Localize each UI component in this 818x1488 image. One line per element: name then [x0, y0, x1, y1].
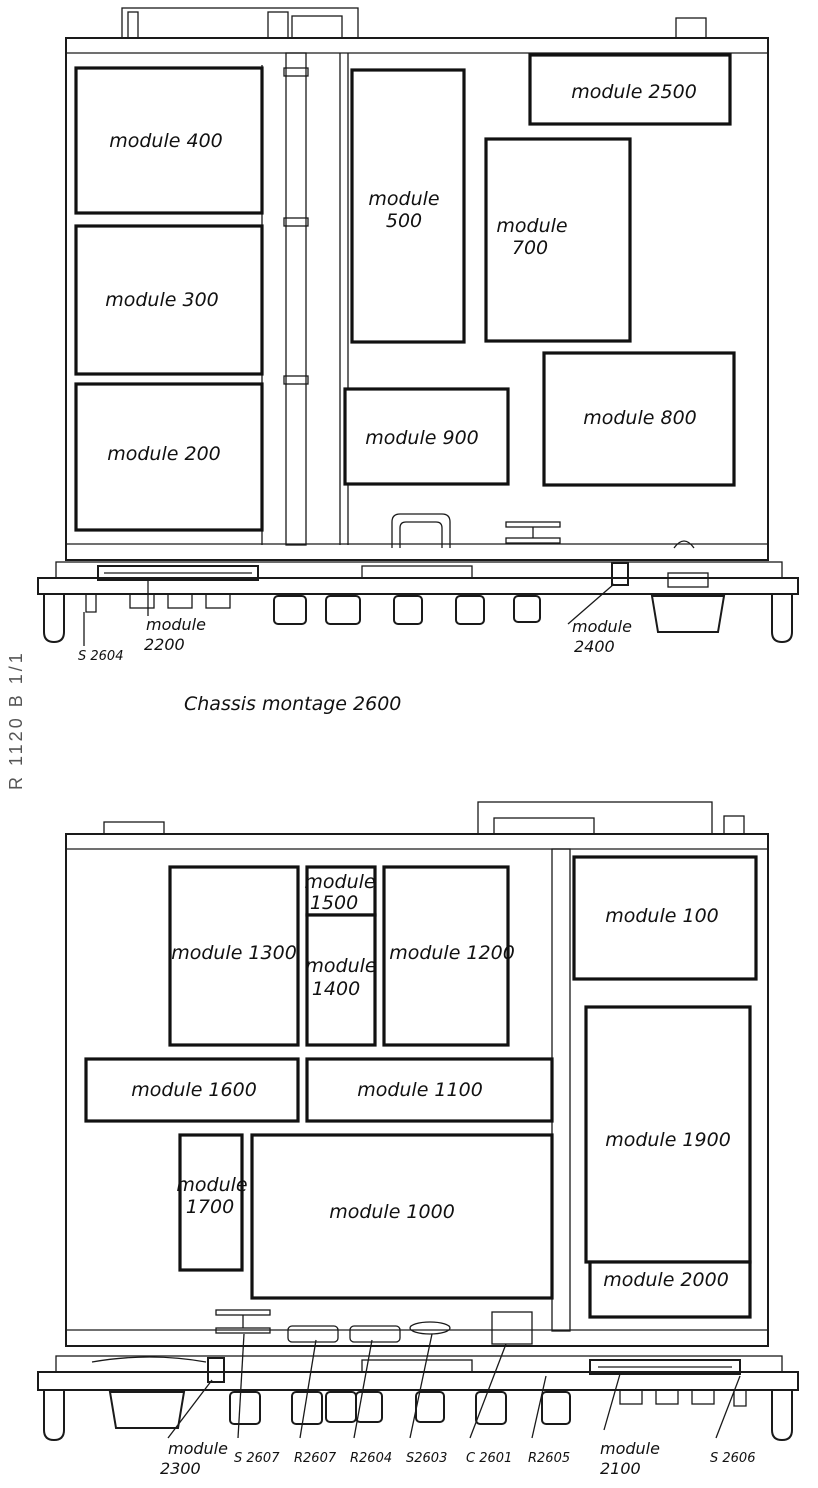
module-1100-label: module 1100	[357, 1079, 483, 1101]
module-1500-box	[305, 865, 377, 917]
s2606-callout: S 2606	[710, 1451, 755, 1466]
module-1400-box	[305, 913, 377, 1047]
module-1700-label-2: 1700	[186, 1196, 234, 1218]
module-1700-box	[178, 1133, 244, 1272]
module-1900-label: module 1900	[605, 1129, 731, 1151]
chassis-caption: Chassis montage 2600	[184, 693, 401, 715]
module-100-box	[572, 855, 758, 981]
module-1200-label: module 1200	[389, 942, 515, 964]
module-2500-box	[528, 53, 732, 126]
module-500-box	[350, 68, 466, 344]
module-2300-callout-1: module	[168, 1439, 228, 1458]
module-700-label-2: 700	[512, 237, 548, 259]
module-2000-label: module 2000	[603, 1269, 729, 1291]
module-700-box	[484, 137, 632, 343]
module-2300-callout-2: 2300	[160, 1459, 201, 1478]
r2607-callout: R2607	[294, 1451, 337, 1466]
module-2200-callout-1: module	[146, 615, 206, 634]
module-1600-box	[84, 1057, 300, 1123]
module-1600-label: module 1600	[131, 1079, 257, 1101]
module-1300-box	[168, 865, 300, 1047]
s2604-callout: S 2604	[78, 649, 123, 664]
bottom-chassis: module 1300 module 1500 module 1400 modu…	[37, 801, 799, 1442]
module-400-label: module 400	[109, 130, 223, 152]
module-1500-label-2: 1500	[310, 892, 358, 914]
r2605-callout: R2605	[528, 1451, 570, 1466]
module-2000-box	[588, 1260, 752, 1319]
s2603-callout: S2603	[406, 1451, 447, 1466]
module-300-box	[74, 224, 264, 376]
module-300-label: module 300	[105, 289, 219, 311]
module-1300-label: module 1300	[171, 942, 297, 964]
module-900-label: module 900	[365, 427, 479, 449]
module-800-box	[542, 351, 736, 487]
module-2500-label: module 2500	[571, 81, 697, 103]
module-1000-label: module 1000	[329, 1201, 455, 1223]
top-chassis: module 400 module 300 module 200 module …	[37, 7, 799, 646]
module-2100-callout-1: module	[600, 1439, 660, 1458]
module-1500-label-1: module	[304, 871, 375, 893]
module-500-label-2: 500	[386, 210, 422, 232]
r2604-callout: R2604	[350, 1451, 392, 1466]
module-1400-label-2: 1400	[312, 978, 360, 1000]
module-1000-box	[250, 1133, 554, 1300]
module-500-label-1: module	[368, 188, 439, 210]
module-1700-label-1: module	[176, 1174, 247, 1196]
module-1200-box	[382, 865, 510, 1047]
module-200-box	[74, 382, 264, 532]
module-1400-label-1: module	[305, 955, 376, 977]
module-400-box	[74, 66, 264, 215]
module-1900-box	[584, 1005, 752, 1264]
module-100-label: module 100	[605, 905, 719, 927]
s2607-callout: S 2607	[234, 1451, 280, 1466]
module-2400-callout-1: module	[572, 617, 632, 636]
module-2400-callout-2: 2400	[574, 637, 615, 656]
module-1100-box	[305, 1057, 554, 1123]
module-900-box	[343, 387, 510, 486]
c2601-callout: C 2601	[466, 1451, 512, 1466]
side-label: R 1120 B 1/1	[6, 650, 26, 790]
module-200-label: module 200	[107, 443, 221, 465]
module-2200-callout-2: 2200	[144, 635, 185, 654]
module-2100-callout-2: 2100	[600, 1459, 641, 1478]
module-800-label: module 800	[583, 407, 697, 429]
module-700-label-1: module	[496, 215, 567, 237]
